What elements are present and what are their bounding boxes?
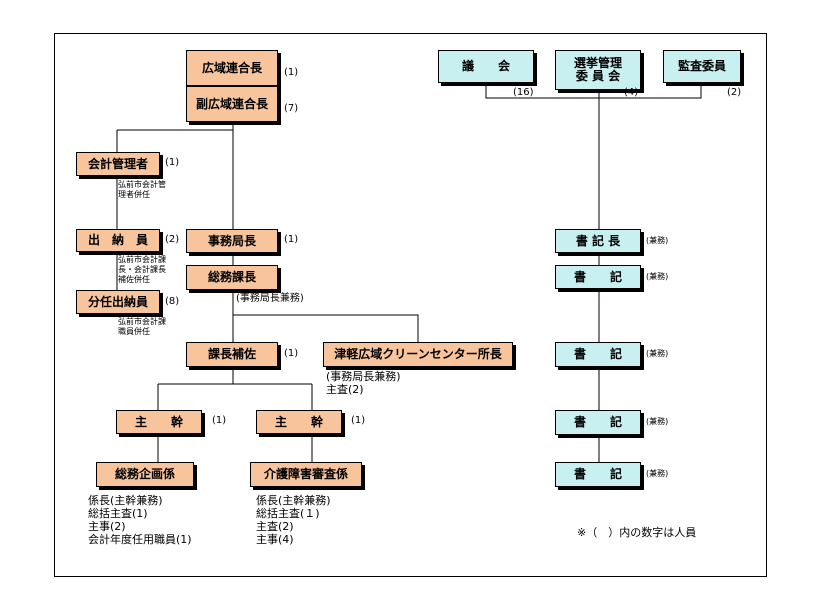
clean-center-director-box: 津軽広域クリーンセンター所長 [323,342,513,367]
deputy-head-count: (7) [284,103,299,114]
legend-note: ※（ ）内の数字は人員 [577,526,697,539]
clean-center-note: (事務局長兼務) 主査(2) [326,370,401,396]
clerk-1-kenmu: (兼務) [646,272,669,281]
general-affairs-manager-box: 総務課長 [186,265,278,290]
assembly-count: (16) [513,87,534,98]
deputy-regional-union-head-box: 副広域連合長 [186,86,278,122]
care-disability-review-section-box: 介護障害審査係 [250,462,362,487]
chief-clerk-kenmu: (兼務) [646,236,669,245]
cashier-box: 出 納 員 [76,229,160,252]
accounting-manager-count: (1) [165,157,180,168]
regional-union-head-count: (1) [284,67,299,78]
cashier-note: 弘前市会計課 長・会計課長 補佐併任 [118,255,166,284]
clerk-3-kenmu: (兼務) [646,417,669,426]
election-commission-count: (4) [624,87,639,98]
chief-2-box: 主 幹 [256,410,342,434]
accounting-manager-note: 弘前市会計管 理者併任 [118,180,166,199]
clerk-1-box: 書 記 [555,265,641,289]
chief-1-box: 主 幹 [116,410,202,434]
election-commission-box: 選挙管理 委 員 会 [555,50,641,90]
secretariat-director-count: (1) [284,234,299,245]
chief-clerk-box: 書 記 長 [555,229,641,253]
clerk-4-kenmu: (兼務) [646,469,669,478]
sub-cashier-count: (8) [165,296,180,307]
assembly-box: 議 会 [438,50,534,83]
clerk-2-kenmu: (兼務) [646,349,669,358]
clerk-4-box: 書 記 [555,462,641,487]
general-planning-section-box: 総務企画係 [96,462,194,487]
sub-cashier-note: 弘前市会計課 職員併任 [118,317,166,336]
regional-union-head-box: 広域連合長 [186,50,278,86]
sub-cashier-box: 分任出納員 [76,290,160,314]
chief-2-count: (1) [351,415,366,426]
care-disability-staff-list: 係長(主幹兼務) 総括主査(１) 主査(2) 主事(4) [256,494,331,546]
accounting-manager-box: 会計管理者 [76,152,160,176]
chart-frame [54,33,767,577]
assistant-manager-count: (1) [284,348,299,359]
assistant-manager-box: 課長補佐 [186,342,278,367]
cashier-count: (2) [165,234,180,245]
general-planning-staff-list: 係長(主幹兼務) 総括主査(1) 主事(2) 会計年度任用職員(1) [88,494,192,546]
audit-committee-count: (2) [727,87,742,98]
clerk-2-box: 書 記 [555,342,641,367]
chief-1-count: (1) [212,415,227,426]
audit-committee-box: 監査委員 [663,50,741,83]
general-affairs-manager-note: (事務局長兼務) [236,293,304,304]
secretariat-director-box: 事務局長 [186,229,278,253]
clerk-3-box: 書 記 [555,410,641,435]
